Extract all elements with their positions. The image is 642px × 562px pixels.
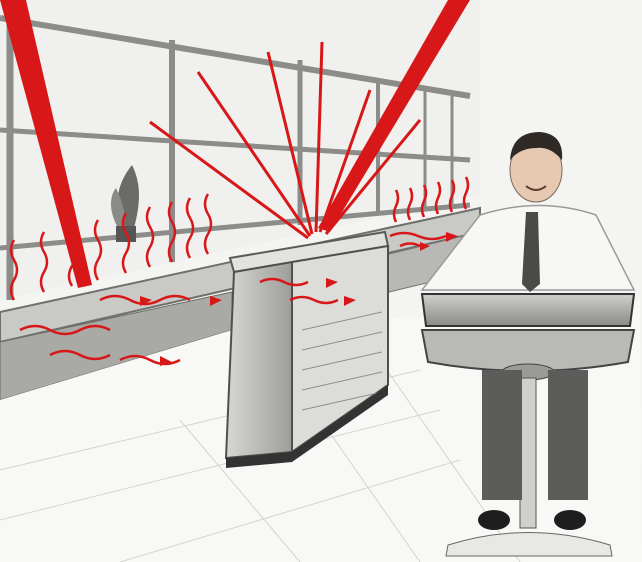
student-left-leg [482, 370, 522, 500]
student-left-shoe [478, 510, 510, 530]
student-right-shoe [554, 510, 586, 530]
student-right-leg [548, 370, 588, 500]
